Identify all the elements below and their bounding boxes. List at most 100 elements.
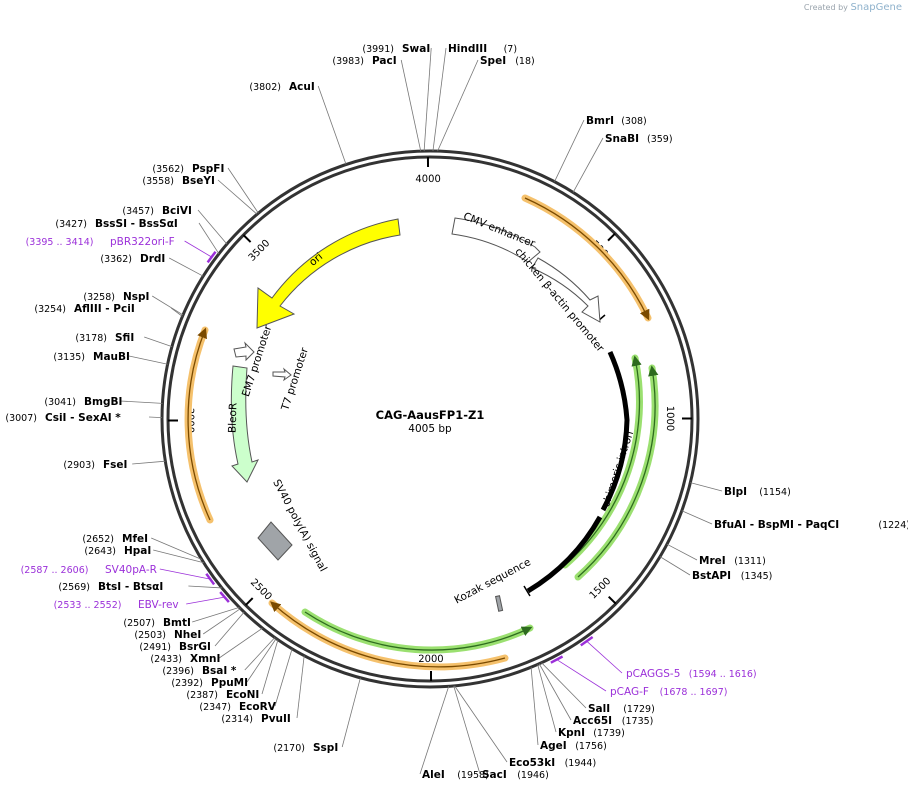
primer-binding-site[interactable]: EBV-rev (2533 .. 2552): [54, 591, 230, 611]
enzyme-position: (3007): [5, 413, 37, 424]
enzyme-site[interactable]: BfuAI - BspMI - PaqCI(1224): [681, 510, 908, 531]
enzyme-site[interactable]: XmnI (2433): [150, 627, 263, 665]
enzyme-site[interactable]: PvuII(2314): [221, 655, 305, 725]
enzyme-site[interactable]: PspFI(3562): [152, 163, 259, 214]
enzyme-site[interactable]: BmtI(2507): [123, 606, 240, 629]
tick-label-4000: 4000: [415, 174, 441, 185]
enzyme-position: (1729): [623, 704, 655, 715]
enzyme-leader-line: [530, 667, 539, 746]
enzyme-leader-line: [432, 47, 447, 152]
tick-label-1000: 1000: [664, 406, 675, 431]
enzyme-site[interactable]: BmrI(308): [554, 115, 647, 182]
enzyme-leader-line: [274, 648, 293, 707]
primer-binding-site[interactable]: SV40pA-R(2587 .. 2606): [21, 564, 216, 586]
enzyme-site[interactable]: AcuI(3802): [249, 81, 347, 165]
enzyme-position: (18): [515, 56, 535, 67]
enzyme-position: (3041): [44, 397, 76, 408]
enzyme-leader-line: [128, 355, 168, 365]
enzyme-position: (2903): [63, 460, 95, 471]
enzyme-name: BmgBI: [84, 396, 122, 408]
enzyme-leader-line: [537, 664, 557, 733]
enzyme-site[interactable]: BstAPI(1345): [659, 556, 772, 582]
primer-binding-site[interactable]: pCAGGS-5(1594 .. 1616): [580, 636, 757, 680]
enzyme-site[interactable]: AgeI(1756): [530, 667, 607, 752]
enzyme-site[interactable]: SacI(1946): [453, 685, 549, 781]
enzyme-site[interactable]: AflIII - PciI(3254): [34, 303, 183, 317]
chicken-actin-promoter-feature: [531, 257, 601, 323]
enzyme-site[interactable]: FseI(2903): [63, 459, 166, 471]
enzyme-site[interactable]: Eco53kI(1944): [454, 685, 597, 769]
enzyme-name: BmrI: [586, 115, 614, 127]
enzyme-name: PvuII: [261, 713, 291, 725]
enzyme-position: (3178): [75, 333, 107, 344]
enzyme-site[interactable]: EcoNI(2387): [186, 639, 279, 701]
enzyme-leader-line: [690, 482, 723, 492]
enzyme-name: BciVI: [162, 205, 192, 217]
enzyme-site[interactable]: SalI(1729): [541, 662, 655, 715]
enzyme-leader-line: [192, 606, 240, 623]
enzyme-site[interactable]: SfiI(3178): [75, 332, 173, 348]
enzyme-name: PacI: [372, 55, 397, 67]
enzyme-name: AgeI: [540, 740, 567, 752]
primer-binding-site[interactable]: pBR322ori-F(3395 .. 3414): [26, 236, 217, 264]
enzyme-site[interactable]: MreI (1311): [666, 543, 766, 567]
enzyme-leader-line: [227, 167, 259, 214]
enzyme-leader-line: [681, 510, 713, 525]
enzyme-name: Acc65I: [573, 715, 612, 727]
enzyme-leader-line: [214, 611, 245, 647]
enzyme-site[interactable]: BlpI(1154): [690, 482, 791, 498]
enzyme-position: (1944): [565, 758, 597, 769]
primer-binding-site[interactable]: pCAG-F(1678 .. 1697): [550, 655, 728, 698]
enzyme-site[interactable]: PpuMI(2392): [171, 638, 277, 689]
enzyme-site[interactable]: HpaI(2643): [84, 545, 204, 564]
enzyme-site[interactable]: BciVI(3457): [122, 205, 228, 245]
enzyme-leader-line: [341, 677, 361, 748]
enzyme-position: (2433): [150, 654, 182, 665]
enzyme-site[interactable]: SwaI(3991): [362, 43, 432, 152]
enzyme-position: (1958): [457, 770, 489, 781]
enzyme-site[interactable]: DrdI(3362): [100, 253, 204, 277]
enzyme-leader-line: [246, 638, 277, 683]
enzyme-site[interactable]: CsiI - SexAI *(3007): [5, 412, 163, 424]
enzyme-site[interactable]: Acc65I(1735): [538, 663, 653, 727]
enzyme-site[interactable]: MauBI(3135): [53, 351, 168, 365]
primer-name: EBV-rev: [138, 599, 179, 611]
enzyme-position: (3427): [55, 219, 87, 230]
enzyme-site[interactable]: BssSI - BssSαI(3427): [55, 218, 220, 255]
enzyme-leader-line: [317, 85, 347, 165]
enzyme-name: MreI: [699, 555, 726, 567]
enzyme-site[interactable]: AleI (1958): [419, 686, 489, 781]
enzyme-site[interactable]: BsrGI(2491): [139, 611, 245, 653]
enzyme-name: HpaI: [124, 545, 151, 557]
enzyme-position: (1311): [734, 556, 766, 567]
enzyme-leader-line: [144, 336, 173, 348]
enzyme-site[interactable]: SspI(2170): [273, 677, 361, 754]
primer-range: (2533 .. 2552): [54, 600, 122, 611]
enzyme-name: SwaI: [402, 43, 430, 55]
ori-feature: [256, 218, 401, 329]
enzyme-site[interactable]: HindIII(7): [432, 43, 517, 152]
enzyme-position: (1224): [878, 520, 908, 531]
enzyme-site[interactable]: PacI(3983): [332, 55, 422, 152]
enzyme-site[interactable]: NspI(3258): [83, 291, 184, 316]
enzyme-name: BseYI: [182, 175, 215, 187]
enzyme-position: (2507): [123, 618, 155, 629]
enzyme-site[interactable]: EcoRV(2347): [199, 648, 293, 713]
sv40-polya-feature: [257, 521, 293, 561]
enzyme-site[interactable]: BtsI - BtsαI(2569): [58, 581, 222, 593]
chimeric-intron-arc-2: [526, 515, 603, 594]
enzyme-site[interactable]: SpeI(18): [437, 55, 535, 152]
enzyme-site[interactable]: BsaI *(2396): [162, 637, 276, 677]
enzyme-leader-line: [132, 460, 166, 465]
enzyme-site[interactable]: BmgBI (3041): [44, 396, 163, 408]
enzyme-name: XmnI: [190, 653, 220, 665]
enzyme-site[interactable]: MfeI(2652): [82, 533, 202, 560]
primer-leader-line: [186, 596, 225, 605]
enzyme-site[interactable]: BseYI(3558): [142, 175, 258, 215]
enzyme-leader-line: [169, 257, 204, 277]
enzyme-site[interactable]: NheI(2503): [134, 608, 241, 641]
enzyme-name: AleI: [422, 769, 445, 781]
enzyme-site[interactable]: SnaBI(359): [572, 133, 673, 193]
enzyme-site[interactable]: KpnI(1739): [537, 664, 625, 739]
